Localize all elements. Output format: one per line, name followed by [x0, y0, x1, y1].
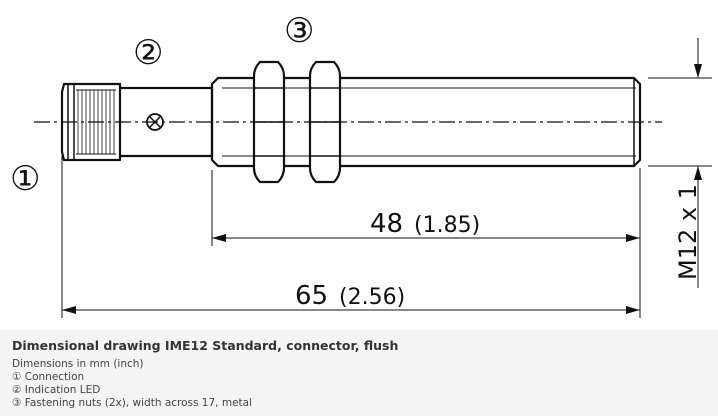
dim-65-value: 65 — [295, 281, 328, 311]
caption-line-units: Dimensions in mm (inch) — [12, 358, 144, 370]
thread-label: M12 x 1 — [674, 184, 702, 280]
caption-line-connection: ① Connection — [12, 371, 85, 383]
connector-body — [60, 82, 122, 162]
dim-48-inch: (1.85) — [414, 213, 480, 238]
dim-48-value: 48 — [370, 209, 403, 239]
caption-line-led: ② Indication LED — [12, 384, 101, 396]
dimensional-drawing: ① ② ③ 48 (1.85) 65 (2.56) M12 x 1 — [10, 11, 712, 318]
dimension-65 — [62, 306, 640, 314]
threaded-body — [210, 76, 642, 168]
caption-title: Dimensional drawing IME12 Standard, conn… — [12, 338, 399, 353]
dim-65-inch: (2.56) — [339, 285, 405, 310]
caption-lines: Dimensions in mm (inch) ① Connection ② I… — [12, 358, 252, 410]
thread-dimension — [694, 38, 702, 288]
callout-led: ② — [133, 33, 163, 73]
dimension-48 — [212, 234, 640, 242]
callout-connection: ① — [10, 159, 40, 199]
caption-panel: Dimensional drawing IME12 Standard, conn… — [0, 330, 718, 416]
callout-nuts: ③ — [284, 11, 314, 51]
caption-line-nuts: ③ Fastening nuts (2x), width across 17, … — [12, 397, 253, 409]
